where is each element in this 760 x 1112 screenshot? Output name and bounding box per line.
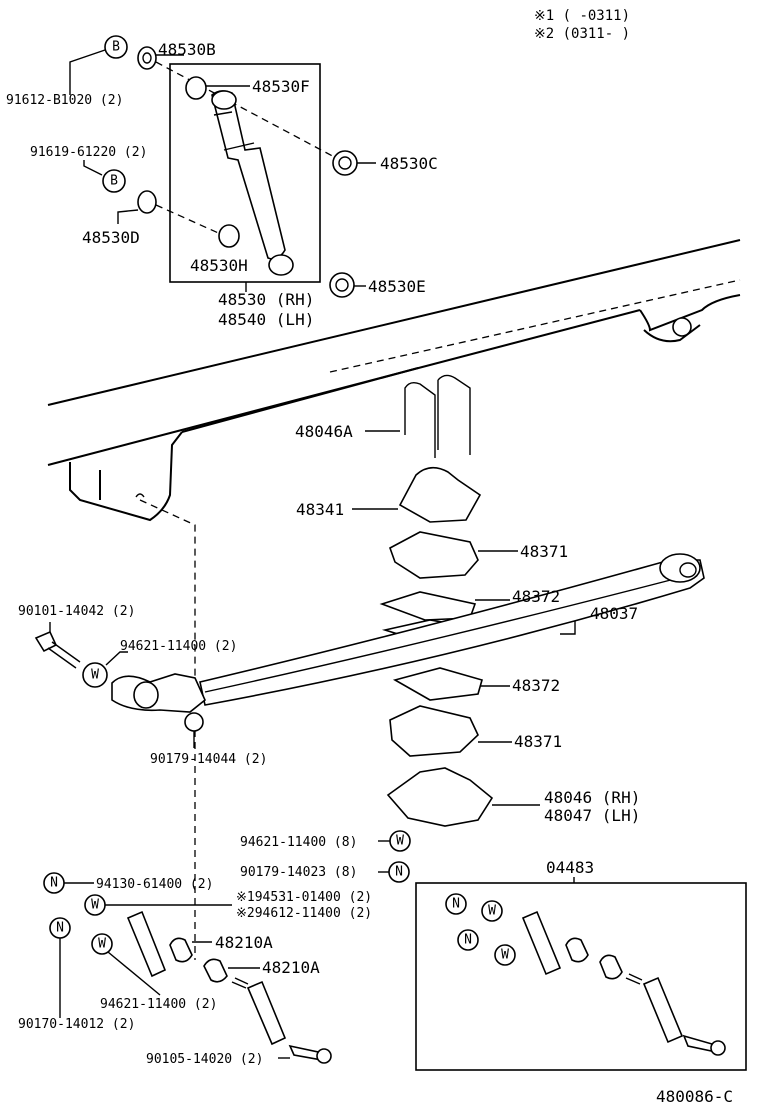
symbol-w-4: [91, 933, 113, 955]
symbol-n-3-label: N: [56, 921, 64, 936]
label-94130: 94130-61400 (2): [96, 877, 213, 892]
kit-symbol-w-1-label: W: [488, 904, 496, 919]
symbol-b-1-label: B: [112, 40, 120, 55]
bolt-90101: [34, 630, 58, 653]
label-194531: ※194531-01400 (2): [236, 890, 372, 905]
label-48037: 48037: [590, 604, 638, 623]
label-48530h: 48530H: [190, 256, 248, 275]
kit-box-frame: [415, 882, 747, 1071]
label-94621-a: 94621-11400 (2): [120, 639, 237, 654]
symbol-n-1: [388, 861, 410, 883]
label-91612: 91612-B1020 (2): [6, 93, 123, 108]
symbol-b-2: [102, 169, 126, 193]
note-2: ※2 (0311- ): [534, 26, 630, 42]
label-90179-a: 90179-14044 (2): [150, 752, 267, 767]
symbol-w-2: [389, 830, 411, 852]
label-294612: ※294612-11400 (2): [236, 906, 372, 921]
symbol-n-1-label: N: [395, 865, 403, 880]
label-91619: 91619-61220 (2): [30, 145, 147, 160]
label-48341: 48341: [296, 500, 344, 519]
label-48530d: 48530D: [82, 228, 140, 247]
label-48371-lower: 48371: [514, 732, 562, 751]
label-48046-rh: 48046 (RH): [544, 788, 640, 807]
kit-bushing-2: [599, 954, 623, 980]
label-90179-b: 90179-14023 (8): [240, 865, 357, 880]
label-94621-b: 94621-11400 (8): [240, 835, 357, 850]
label-48530e: 48530E: [368, 277, 426, 296]
kit-symbol-n-2-label: N: [464, 933, 472, 948]
label-48372-upper: 48372: [512, 587, 560, 606]
label-48047-lh: 48047 (LH): [544, 806, 640, 825]
label-48371-upper: 48371: [520, 542, 568, 561]
symbol-w-1-label: W: [91, 668, 99, 683]
front-shackle-fasteners: W: [34, 622, 204, 748]
bushing-48530f: [185, 76, 207, 100]
rear-shackle-hardware: N W: [49, 910, 332, 1064]
label-04483: 04483: [546, 858, 594, 877]
symbol-n-2-label: N: [50, 876, 58, 891]
label-90170: 90170-14012 (2): [18, 1017, 135, 1032]
shock-absorber-group: B B: [69, 35, 376, 298]
vehicle-frame: [47, 239, 741, 960]
kit-shackle-plate-left: [521, 910, 562, 976]
label-48372-lower: 48372: [512, 676, 560, 695]
symbol-b-1: [104, 35, 128, 59]
symbol-b-2-label: B: [110, 174, 118, 189]
seat-48371-lower: [389, 705, 479, 757]
label-48210a-1: 48210A: [215, 933, 273, 952]
bushing-48530b: [137, 46, 157, 70]
bushing-48210a-1: [169, 937, 193, 963]
kit-bushing-1: [565, 937, 589, 963]
leaf-spring-48037: [111, 553, 705, 713]
plate-48372-upper: [379, 591, 477, 621]
note-1: ※1 ( -0311): [534, 8, 630, 24]
shackle-plate-left: [126, 910, 167, 978]
shackle-plate-right: [246, 980, 287, 1046]
nut-90179-14044: [184, 712, 204, 732]
kit-symbol-w-1: [481, 900, 503, 922]
diagram-code: 480086-C: [656, 1087, 733, 1106]
shock-absorber-box: [169, 63, 321, 283]
symbol-w-2-label: W: [396, 834, 404, 849]
bushing-48210a-2: [203, 958, 228, 983]
kit-symbol-n-1: [445, 893, 467, 915]
label-48530f: 48530F: [252, 77, 310, 96]
symbol-w-3-label: W: [91, 898, 99, 913]
kit-symbol-w-2: [494, 944, 516, 966]
kit-symbol-w-2-label: W: [501, 948, 509, 963]
label-48530-rh: 48530 (RH): [218, 290, 314, 309]
plate-48372-lower: [392, 667, 483, 701]
kit-symbol-n-1-label: N: [452, 897, 460, 912]
symbol-w-1: [82, 662, 108, 688]
bumper-48341: [398, 466, 482, 523]
symbol-w-4-label: W: [98, 937, 106, 952]
hardware-legend: 94621-11400 (8) W 90179-14023 (8) N N 94…: [43, 830, 411, 921]
bushing-48530d: [137, 190, 157, 214]
notes: ※1 ( -0311) ※2 (0311- ): [534, 8, 630, 42]
label-48046a: 48046A: [295, 422, 353, 441]
label-48210a-2: 48210A: [262, 958, 320, 977]
kit-box-04483: 04483 N W N W: [415, 858, 747, 1071]
label-94621-c: 94621-11400 (2): [100, 997, 217, 1012]
washer-48530c: [332, 150, 358, 176]
label-48530c: 48530C: [380, 154, 438, 173]
label-48540-lh: 48540 (LH): [218, 310, 314, 329]
pad-48046: [386, 767, 494, 827]
label-90101: 90101-14042 (2): [18, 604, 135, 619]
washer-48530e: [329, 272, 355, 298]
u-bolt-1: [404, 381, 436, 458]
seat-48371-upper: [389, 531, 479, 579]
label-90105: 90105-14020 (2): [146, 1052, 263, 1067]
u-bolt-2: [437, 374, 471, 455]
bushing-48530h: [218, 224, 240, 248]
label-48530b: 48530B: [158, 40, 216, 59]
kit-symbol-n-2: [457, 929, 479, 951]
kit-shackle-plate-right: [642, 976, 684, 1044]
